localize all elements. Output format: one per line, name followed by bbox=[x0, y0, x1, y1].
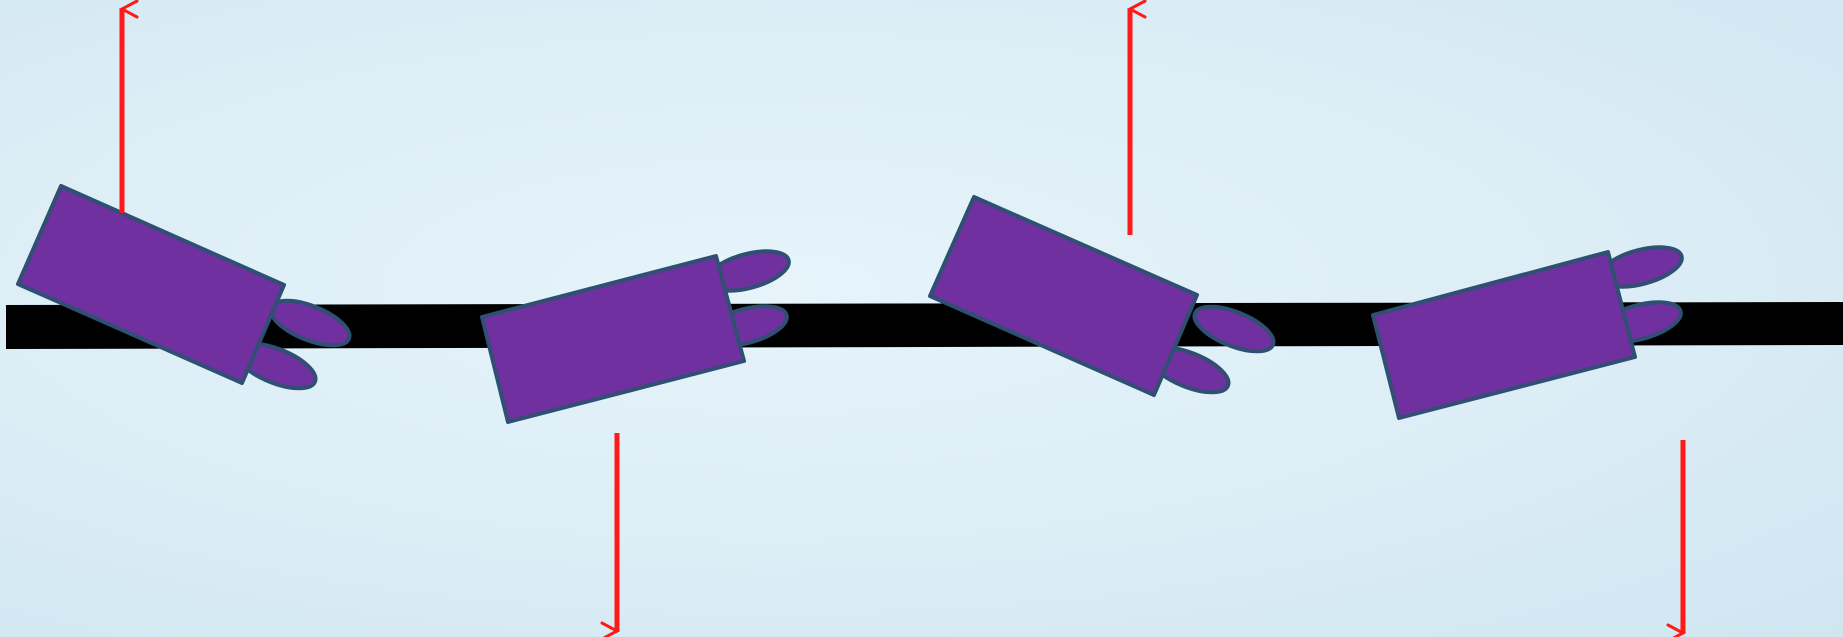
robot-3 bbox=[930, 197, 1279, 401]
robot-4 bbox=[1373, 240, 1686, 418]
robot-2-body bbox=[482, 256, 744, 422]
robot-1-body bbox=[18, 186, 284, 383]
robot-2 bbox=[482, 244, 793, 422]
robot-1 bbox=[18, 186, 355, 397]
robot-3-body bbox=[930, 197, 1197, 395]
robot-4-body bbox=[1373, 252, 1635, 418]
